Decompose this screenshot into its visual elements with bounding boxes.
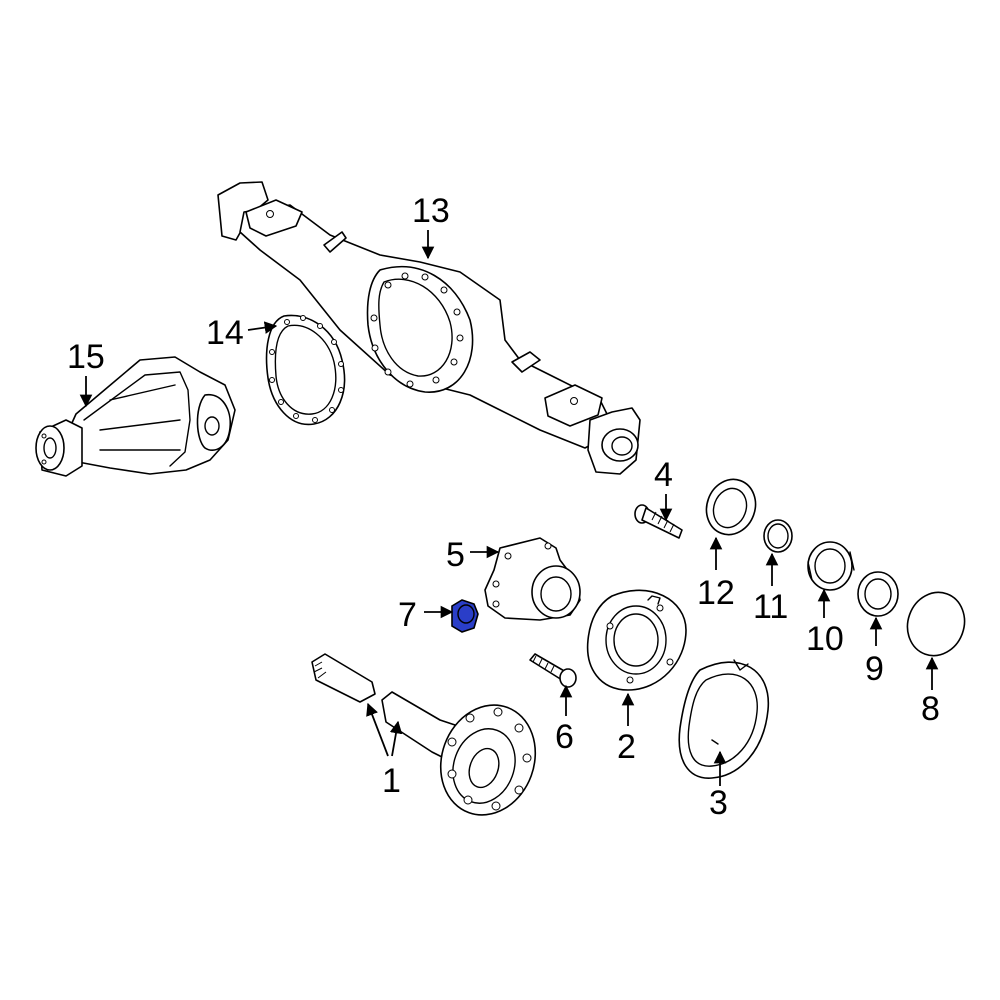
axle-shaft-part-1[interactable] xyxy=(311,653,550,828)
leader-arrows xyxy=(79,230,939,786)
callout-10: 10 xyxy=(806,620,844,658)
callout-labels: 13 14 15 4 5 7 12 11 10 9 8 6 2 3 1 xyxy=(67,192,940,822)
callout-14: 14 xyxy=(206,314,244,352)
bearing-ring-part-9[interactable] xyxy=(857,571,899,617)
callout-6: 6 xyxy=(555,718,574,756)
callout-4: 4 xyxy=(654,456,673,494)
callout-7: 7 xyxy=(398,596,417,634)
dust-cover-part-8[interactable] xyxy=(899,584,974,663)
axle-housing-part-13[interactable] xyxy=(217,181,641,475)
oil-seal-part-12[interactable] xyxy=(699,472,763,541)
callout-3: 3 xyxy=(709,784,728,822)
callout-8: 8 xyxy=(921,690,940,728)
callout-2: 2 xyxy=(617,728,636,766)
nut-part-7-highlighted[interactable] xyxy=(451,599,479,633)
snap-ring-part-11[interactable] xyxy=(763,519,793,553)
callout-11: 11 xyxy=(753,588,788,626)
hub-bolt-part-4[interactable] xyxy=(634,504,683,539)
callout-13: 13 xyxy=(412,192,450,230)
bearing-retainer-part-5[interactable] xyxy=(484,537,581,621)
callout-5: 5 xyxy=(446,536,465,574)
callout-15: 15 xyxy=(67,338,105,376)
callout-9: 9 xyxy=(865,650,884,688)
differential-carrier-part-15[interactable] xyxy=(35,356,236,477)
callout-12: 12 xyxy=(697,574,735,612)
bearing-part-10[interactable] xyxy=(807,541,855,591)
backing-plate-part-2[interactable] xyxy=(586,589,687,691)
stud-bolt-part-6[interactable] xyxy=(529,653,577,688)
gasket-part-3[interactable] xyxy=(678,659,770,779)
carrier-gasket-part-14[interactable] xyxy=(265,314,346,426)
callout-1: 1 xyxy=(382,762,401,800)
